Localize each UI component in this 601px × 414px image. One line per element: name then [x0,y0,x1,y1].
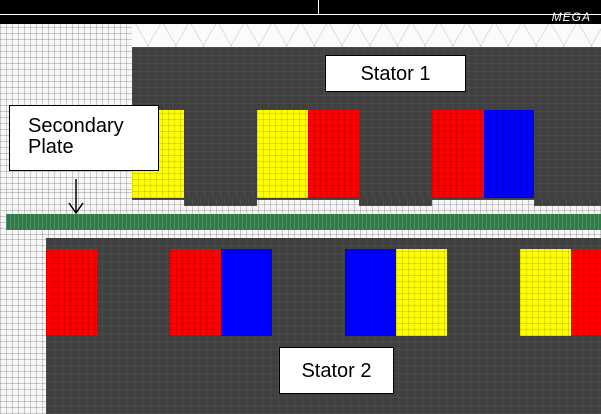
stator-1-slot-bridge-2 [359,198,432,206]
stator-1-coil-5 [484,110,534,198]
stator-2-coil-4 [345,249,396,336]
stator-1-slot-bridge-3 [534,198,601,206]
top-bar: MEGA [0,0,601,24]
stator-1-coil-2 [257,110,308,198]
secondary-plate-label: Secondary Plate [28,115,124,158]
stator-2-label-box: Stator 2 [279,347,394,394]
stator-2-coil-3 [221,249,272,336]
stator-2-label: Stator 2 [301,359,372,382]
stator-2-coil-5 [396,249,447,336]
stator-1-label-box: Stator 1 [325,55,466,92]
secondary-plate-callout: Secondary Plate [9,105,159,171]
stator-2-coil-6 [520,249,571,336]
stator-1-label: Stator 1 [360,62,431,85]
top-bar-tick [318,0,319,14]
left-fine-mesh-bottom [0,236,48,414]
stator-1-slot-bridge-1 [184,198,257,206]
stator-1-coil-3 [308,110,359,198]
top-bar-line [0,14,601,15]
secondary-plate [6,214,601,230]
stator-2-coil-7 [571,249,601,336]
stator-1-coil-4 [432,110,484,198]
stator-2-coil-1 [46,249,97,336]
stator-2-coil-2 [170,249,221,336]
down-arrow-icon [68,179,84,215]
mega-logo: MEGA [551,10,591,24]
